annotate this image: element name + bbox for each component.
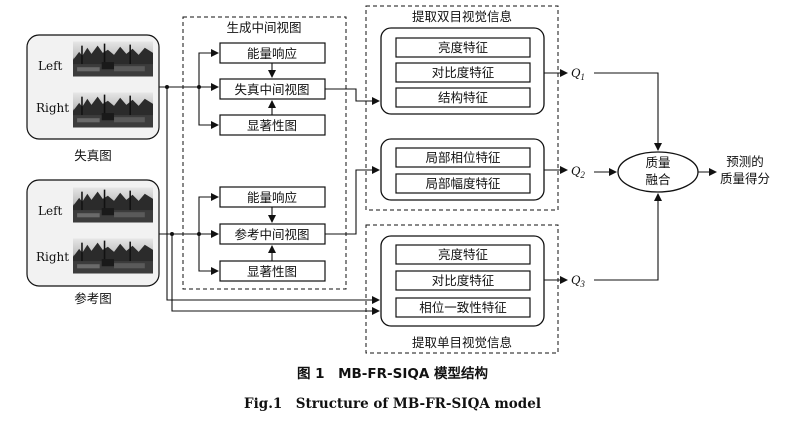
feature-box xyxy=(395,147,531,168)
bottom-energy-label: 能量响应 xyxy=(247,190,297,205)
diagram-canvas: Left Right 失真图 Left Right 参考图 生成中间视图 提取双… xyxy=(26,5,770,354)
reference-left-image xyxy=(73,187,153,223)
reference-right-image xyxy=(73,238,153,274)
distorted-input-panel: Left Right xyxy=(26,34,160,140)
fusion-label-line1: 质量 xyxy=(645,155,670,170)
feature-label: 结构特征 xyxy=(438,90,489,105)
distorted-left-label: Left xyxy=(38,59,63,73)
feature-box xyxy=(395,270,531,291)
feature-label: 局部相位特征 xyxy=(425,150,501,165)
result-label-line1: 预测的 xyxy=(726,154,764,169)
feature-box xyxy=(395,244,531,265)
feature-box xyxy=(395,37,531,58)
monocular-group-box xyxy=(365,224,559,354)
distorted-right-image xyxy=(73,92,153,128)
distorted-right-label: Right xyxy=(36,101,69,115)
binocular-group-title: 提取双目视觉信息 xyxy=(412,9,512,24)
feature-box xyxy=(395,62,531,83)
monocular-group-title: 提取单目视觉信息 xyxy=(412,335,512,350)
caption-chinese: 图 1 MB-FR-SIQA 模型结构 xyxy=(296,366,488,382)
reference-right-label: Right xyxy=(36,250,69,264)
feature-label: 对比度特征 xyxy=(432,273,495,288)
distorted-image-label: 失真图 xyxy=(74,148,112,163)
top-saliency-label: 显著性图 xyxy=(247,118,297,133)
result-label-line2: 质量得分 xyxy=(720,171,770,186)
top-energy-label: 能量响应 xyxy=(247,46,297,61)
bottom-saliency-label: 显著性图 xyxy=(247,264,297,279)
distorted-left-image xyxy=(73,41,153,77)
top-view-label: 失真中间视图 xyxy=(234,82,309,97)
feature-box xyxy=(395,297,531,318)
reference-input-panel: Left Right xyxy=(26,179,160,287)
q2-label: Q2 xyxy=(571,163,585,180)
binocular-group-box xyxy=(365,5,559,211)
generate-group-title: 生成中间视图 xyxy=(226,20,301,35)
feature-label: 亮度特征 xyxy=(438,247,489,262)
reference-left-label: Left xyxy=(38,204,63,218)
feature-label: 对比度特征 xyxy=(432,65,495,80)
caption-english: Fig.1 Structure of MB-FR-SIQA model xyxy=(244,396,541,412)
bottom-view-label: 参考中间视图 xyxy=(234,227,309,242)
feature-label: 相位一致性特征 xyxy=(419,300,507,315)
q1-label: Q1 xyxy=(571,65,585,82)
feature-label: 局部幅度特征 xyxy=(425,176,501,191)
feature-label: 亮度特征 xyxy=(438,40,489,55)
q3-label: Q3 xyxy=(571,272,585,289)
feature-box xyxy=(395,87,531,108)
reference-image-label: 参考图 xyxy=(74,291,112,306)
feature-box xyxy=(395,173,531,194)
connectors xyxy=(159,49,717,315)
fusion-label-line2: 融合 xyxy=(645,172,671,187)
